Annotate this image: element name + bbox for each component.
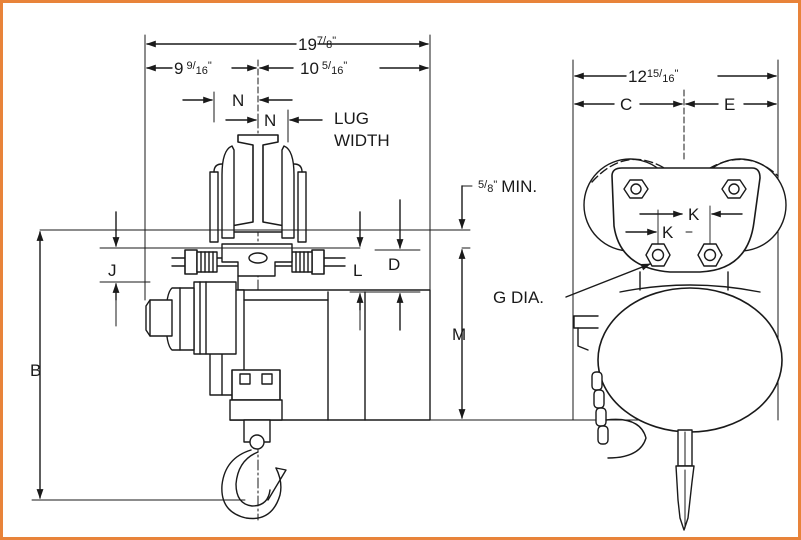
lug-label: LUG bbox=[334, 109, 369, 128]
side-width-label: 1215/16" bbox=[628, 67, 678, 86]
hook-block bbox=[221, 369, 287, 520]
i-beam bbox=[230, 134, 286, 233]
k-label-upper: K bbox=[688, 205, 700, 224]
n-label-upper: N bbox=[232, 91, 244, 110]
b-label: B bbox=[30, 361, 41, 380]
overall-width-label: 197/8" bbox=[298, 35, 336, 54]
side-hook bbox=[675, 429, 695, 531]
hoist-body bbox=[145, 275, 431, 421]
m-label: M bbox=[452, 325, 466, 344]
trolley-wheels bbox=[209, 145, 307, 243]
k-label-lower: K bbox=[662, 223, 674, 242]
d-label: D bbox=[388, 255, 400, 274]
front-view bbox=[31, 34, 471, 521]
g-dia-label: G DIA. bbox=[493, 288, 544, 307]
l-label: L bbox=[353, 261, 362, 280]
side-view bbox=[565, 59, 787, 531]
chain bbox=[591, 371, 647, 459]
j-label: J bbox=[108, 261, 117, 280]
c-label: C bbox=[620, 95, 632, 114]
e-label: E bbox=[724, 95, 735, 114]
n-label-lower: N bbox=[264, 111, 276, 130]
min-clearance-label: 5/8"MIN. bbox=[478, 177, 537, 196]
bolts bbox=[623, 179, 747, 267]
width-label: WIDTH bbox=[334, 131, 390, 150]
cross-shaft bbox=[171, 243, 346, 277]
